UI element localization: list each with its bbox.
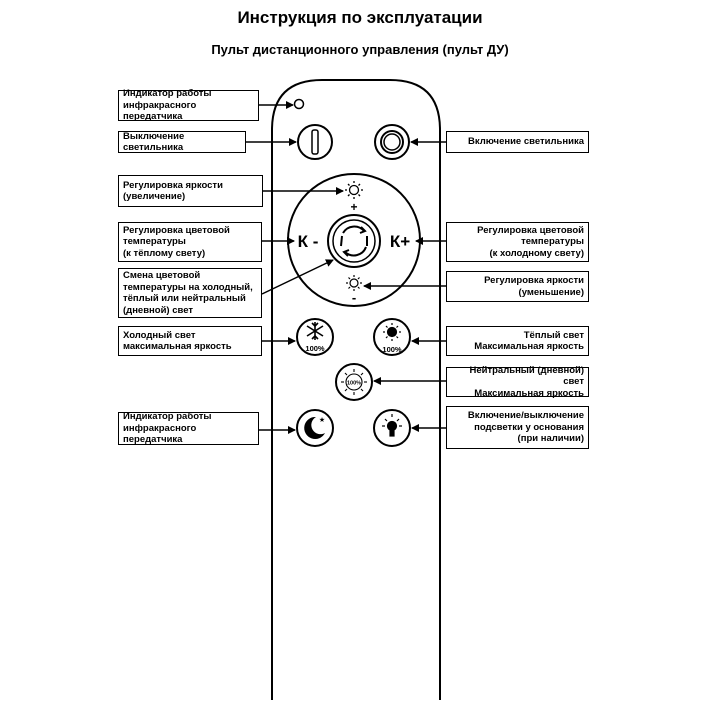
label-brightness-down: Регулировка яркости (уменьшение) <box>446 271 589 302</box>
on-button[interactable] <box>374 124 410 160</box>
moon-icon <box>304 416 325 439</box>
label-neutral-max: Нейтральный (дневной) свет Максимальная … <box>446 365 589 399</box>
minus-sign: - <box>352 290 356 305</box>
backlight-button[interactable] <box>373 409 411 447</box>
sun-outline-icon <box>341 369 367 395</box>
snowflake-icon <box>306 322 324 340</box>
label-on: Включение светильника <box>446 131 589 153</box>
ir-indicator-led <box>293 98 305 110</box>
label-off: Выключение светильника <box>118 131 246 153</box>
cold-pct-label: 100% <box>305 344 325 353</box>
warm-pct-label: 100% <box>382 345 402 354</box>
star-icon: ★ <box>319 416 325 424</box>
k-plus-button[interactable]: К+ <box>390 232 410 251</box>
off-button[interactable] <box>297 124 333 160</box>
label-cold-max: Холодный свет максимальная яркость <box>118 326 262 356</box>
label-ir-indicator-top: Индикатор работы инфракрасного передатчи… <box>118 88 259 122</box>
neutral-max-button[interactable]: 100% <box>335 363 373 401</box>
page-subtitle: Пульт дистанционного управления (пульт Д… <box>211 42 509 57</box>
night-button[interactable]: ★ <box>296 409 334 447</box>
k-minus-button[interactable]: К - <box>298 232 319 251</box>
warm-max-button[interactable]: 100% <box>373 318 411 356</box>
arrow-mode-change <box>261 259 334 295</box>
sun-small-icon <box>346 275 362 291</box>
label-ir-indicator-bottom: Индикатор работы инфракрасного передатчи… <box>118 411 259 445</box>
refresh-icon <box>340 225 368 257</box>
plus-sign: + <box>350 200 357 214</box>
label-color-temp-warm: Регулировка цветовой температуры (к тёпл… <box>118 222 262 262</box>
label-mode-change: Смена цветовой температуры на холодный, … <box>118 268 262 318</box>
cold-max-button[interactable]: 100% <box>296 318 334 356</box>
label-warm-max: Тёплый свет Максимальная яркость <box>446 326 589 356</box>
sun-icon <box>345 181 363 199</box>
label-backlight: Включение/выключение подсветки у основан… <box>446 406 589 449</box>
mode-change-button[interactable] <box>327 214 381 268</box>
sun-filled-icon <box>383 323 401 341</box>
page-title: Инструкция по эксплуатации <box>237 8 483 27</box>
label-brightness-up: Регулировка яркости (увеличение) <box>118 175 263 207</box>
brightness-down-button[interactable]: - <box>346 275 362 305</box>
neutral-pct-label: 100% <box>347 381 361 387</box>
label-color-temp-cold: Регулировка цветовой температуры (к холо… <box>446 222 589 262</box>
brightness-up-button[interactable]: + <box>345 181 363 214</box>
bulb-icon <box>382 414 402 437</box>
